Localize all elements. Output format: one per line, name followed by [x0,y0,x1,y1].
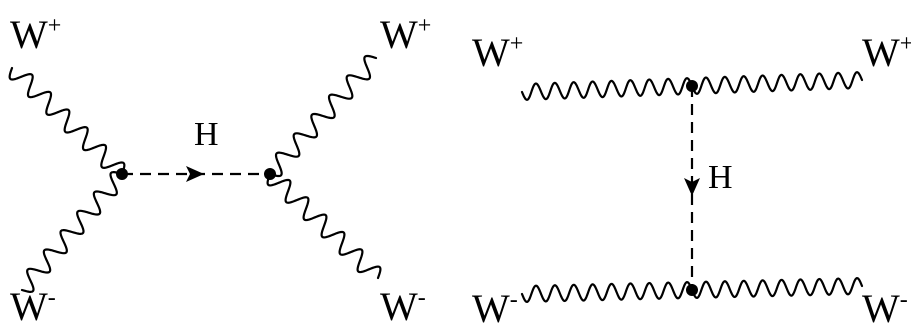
label-w-minus-right: W- [862,286,908,326]
w-minus-incoming-line [20,171,124,293]
w-plus-top-line-left [520,77,694,101]
label-w-minus-left: W- [472,286,518,326]
w-plus-incoming-line [8,66,126,176]
label-w-minus-bottom-right: W- [380,284,426,326]
propagator-arrow-icon [186,166,204,182]
s-channel-diagram: W+ W- W+ W- H [8,12,431,326]
t-channel-diagram: W+ W+ W- W- H [472,30,911,326]
w-plus-top-line-right [690,71,864,95]
left-vertex [116,168,128,180]
w-minus-bottom-line-left [520,281,694,303]
label-w-plus-top-right: W+ [380,12,431,57]
bottom-vertex [686,284,698,296]
label-higgs-exchange: H [708,159,733,196]
w-minus-bottom-line-right [690,277,864,299]
exchange-arrow-icon [684,178,700,196]
right-vertex [264,168,276,180]
label-higgs-propagator: H [194,116,219,153]
label-w-plus-left: W+ [472,30,523,75]
label-w-plus-right: W+ [862,30,911,75]
label-w-minus-bottom-left: W- [10,284,56,326]
w-plus-outgoing-line [268,54,378,178]
label-w-plus-top-left: W+ [10,12,61,57]
top-vertex [686,80,698,92]
w-minus-outgoing-line [266,172,382,280]
